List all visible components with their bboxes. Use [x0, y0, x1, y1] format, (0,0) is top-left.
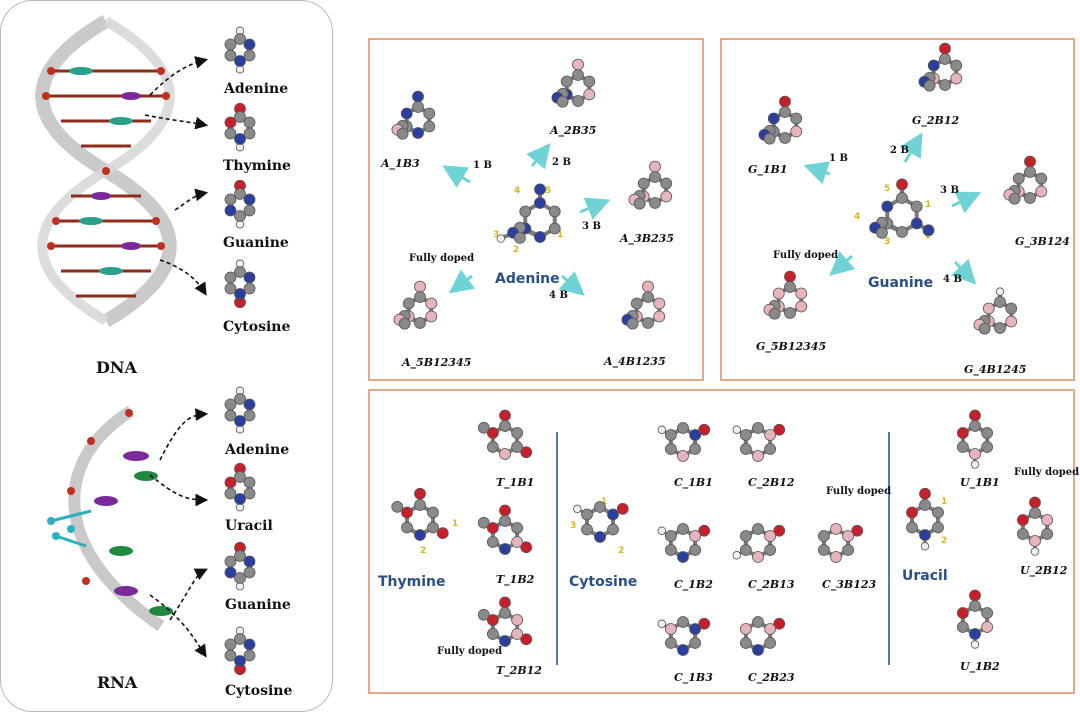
thymine-ring-number-1: 1: [452, 519, 459, 529]
uracil-center-label: Uracil: [902, 568, 948, 584]
thymine-fully-doped: Fully doped: [437, 646, 503, 657]
label-a-1b3: A_1B3: [381, 157, 420, 170]
label-u-2b12: U_2B12: [1020, 564, 1068, 577]
rna-label: RNA: [97, 673, 138, 692]
arrow-g-1b: 1 B: [829, 153, 848, 164]
label-c-1b2: C_1B2: [674, 578, 713, 591]
thymine-ring-number-2: 2: [420, 546, 427, 556]
adenine-center-label: Adenine: [495, 271, 560, 287]
guanine-ring-number-2: 2: [925, 231, 932, 241]
cytosine-ring-number-2: 2: [618, 546, 625, 556]
arrow-g-4b: 4 B: [943, 274, 962, 285]
label-u-1b1: U_1B1: [960, 476, 1000, 489]
uracil-fully-doped: Fully doped: [1014, 467, 1080, 478]
guanine-ring-number-1: 1: [925, 200, 932, 210]
uracil-ring-number-2: 2: [941, 536, 948, 546]
label-c-1b3: C_1B3: [674, 671, 713, 684]
arrow-a-fully-doped: Fully doped: [409, 253, 475, 264]
guanine-ring-number-3: 3: [884, 237, 891, 247]
label-u-1b2: U_1B2: [960, 660, 1000, 673]
label-t-2b12: T_2B12: [496, 664, 542, 677]
dna-base-cytosine: Cytosine: [223, 319, 291, 335]
arrow-g-fully-doped: Fully doped: [773, 250, 839, 261]
rna-base-guanine: Guanine: [225, 597, 291, 613]
arrow-a-1b: 1 B: [473, 160, 492, 171]
dna-base-thymine: Thymine: [223, 158, 291, 174]
guanine-ring-number-4: 4: [854, 212, 861, 222]
thymine-cytosine-divider: [556, 432, 558, 665]
thymine-center-label: Thymine: [378, 574, 446, 590]
pyrimidine-doping-panel: [368, 389, 1075, 694]
label-g-2b12: G_2B12: [912, 114, 960, 127]
dna-label: DNA: [96, 358, 137, 377]
uracil-ring-number-1: 1: [941, 497, 948, 507]
arrow-g-2b: 2 B: [890, 145, 909, 156]
label-t-1b1: T_1B1: [496, 476, 535, 489]
cytosine-ring-number-1: 1: [601, 497, 608, 507]
dna-rna-panel: DNA RNA Adenine Thymine Guanine Cytosine…: [0, 0, 333, 712]
arrow-g-3b: 3 B: [940, 185, 959, 196]
label-a-4b1235: A_4B1235: [604, 355, 666, 368]
adenine-ring-number-4: 4: [514, 186, 521, 196]
adenine-ring-number-3: 3: [493, 230, 500, 240]
guanine-doping-panel: [720, 38, 1075, 381]
dna-base-adenine: Adenine: [224, 81, 289, 97]
dna-helix-illustration: [35, 14, 177, 328]
label-c-2b13: C_2B13: [748, 578, 795, 591]
label-a-5b12345: A_5B12345: [402, 356, 472, 369]
label-g-3b124: G_3B124: [1015, 235, 1070, 248]
cytosine-fully-doped: Fully doped: [826, 486, 892, 497]
guanine-center-label: Guanine: [868, 275, 934, 291]
label-g-4b1245: G_4B1245: [964, 363, 1027, 376]
cytosine-uracil-divider: [888, 432, 890, 665]
cytosine-ring-number-3: 3: [570, 521, 577, 531]
adenine-ring-number-5: 5: [545, 186, 552, 196]
rna-strand-illustration: [47, 405, 173, 631]
label-c-2b12: C_2B12: [748, 476, 795, 489]
arrow-a-2b: 2 B: [552, 157, 571, 168]
label-a-2b35: A_2B35: [550, 124, 597, 137]
label-c-2b23: C_2B23: [748, 671, 795, 684]
label-t-1b2: T_1B2: [496, 573, 535, 586]
guanine-ring-number-5: 5: [884, 184, 891, 194]
rna-base-cytosine: Cytosine: [225, 683, 293, 699]
label-c-1b1: C_1B1: [674, 476, 713, 489]
label-g-5b12345: G_5B12345: [756, 340, 827, 353]
arrow-a-3b: 3 B: [582, 221, 601, 232]
arrow-a-4b: 4 B: [549, 290, 568, 301]
rna-base-uracil: Uracil: [225, 518, 273, 534]
label-g-1b1: G_1B1: [748, 163, 788, 176]
dna-base-guanine: Guanine: [223, 235, 289, 251]
label-c-3b123: C_3B123: [822, 578, 877, 591]
cytosine-center-label: Cytosine: [569, 574, 638, 590]
rna-base-adenine: Adenine: [225, 442, 290, 458]
adenine-doping-panel: [368, 38, 704, 381]
label-a-3b235: A_3B235: [620, 232, 674, 245]
adenine-ring-number-1: 1: [557, 230, 564, 240]
adenine-ring-number-2: 2: [513, 245, 520, 255]
